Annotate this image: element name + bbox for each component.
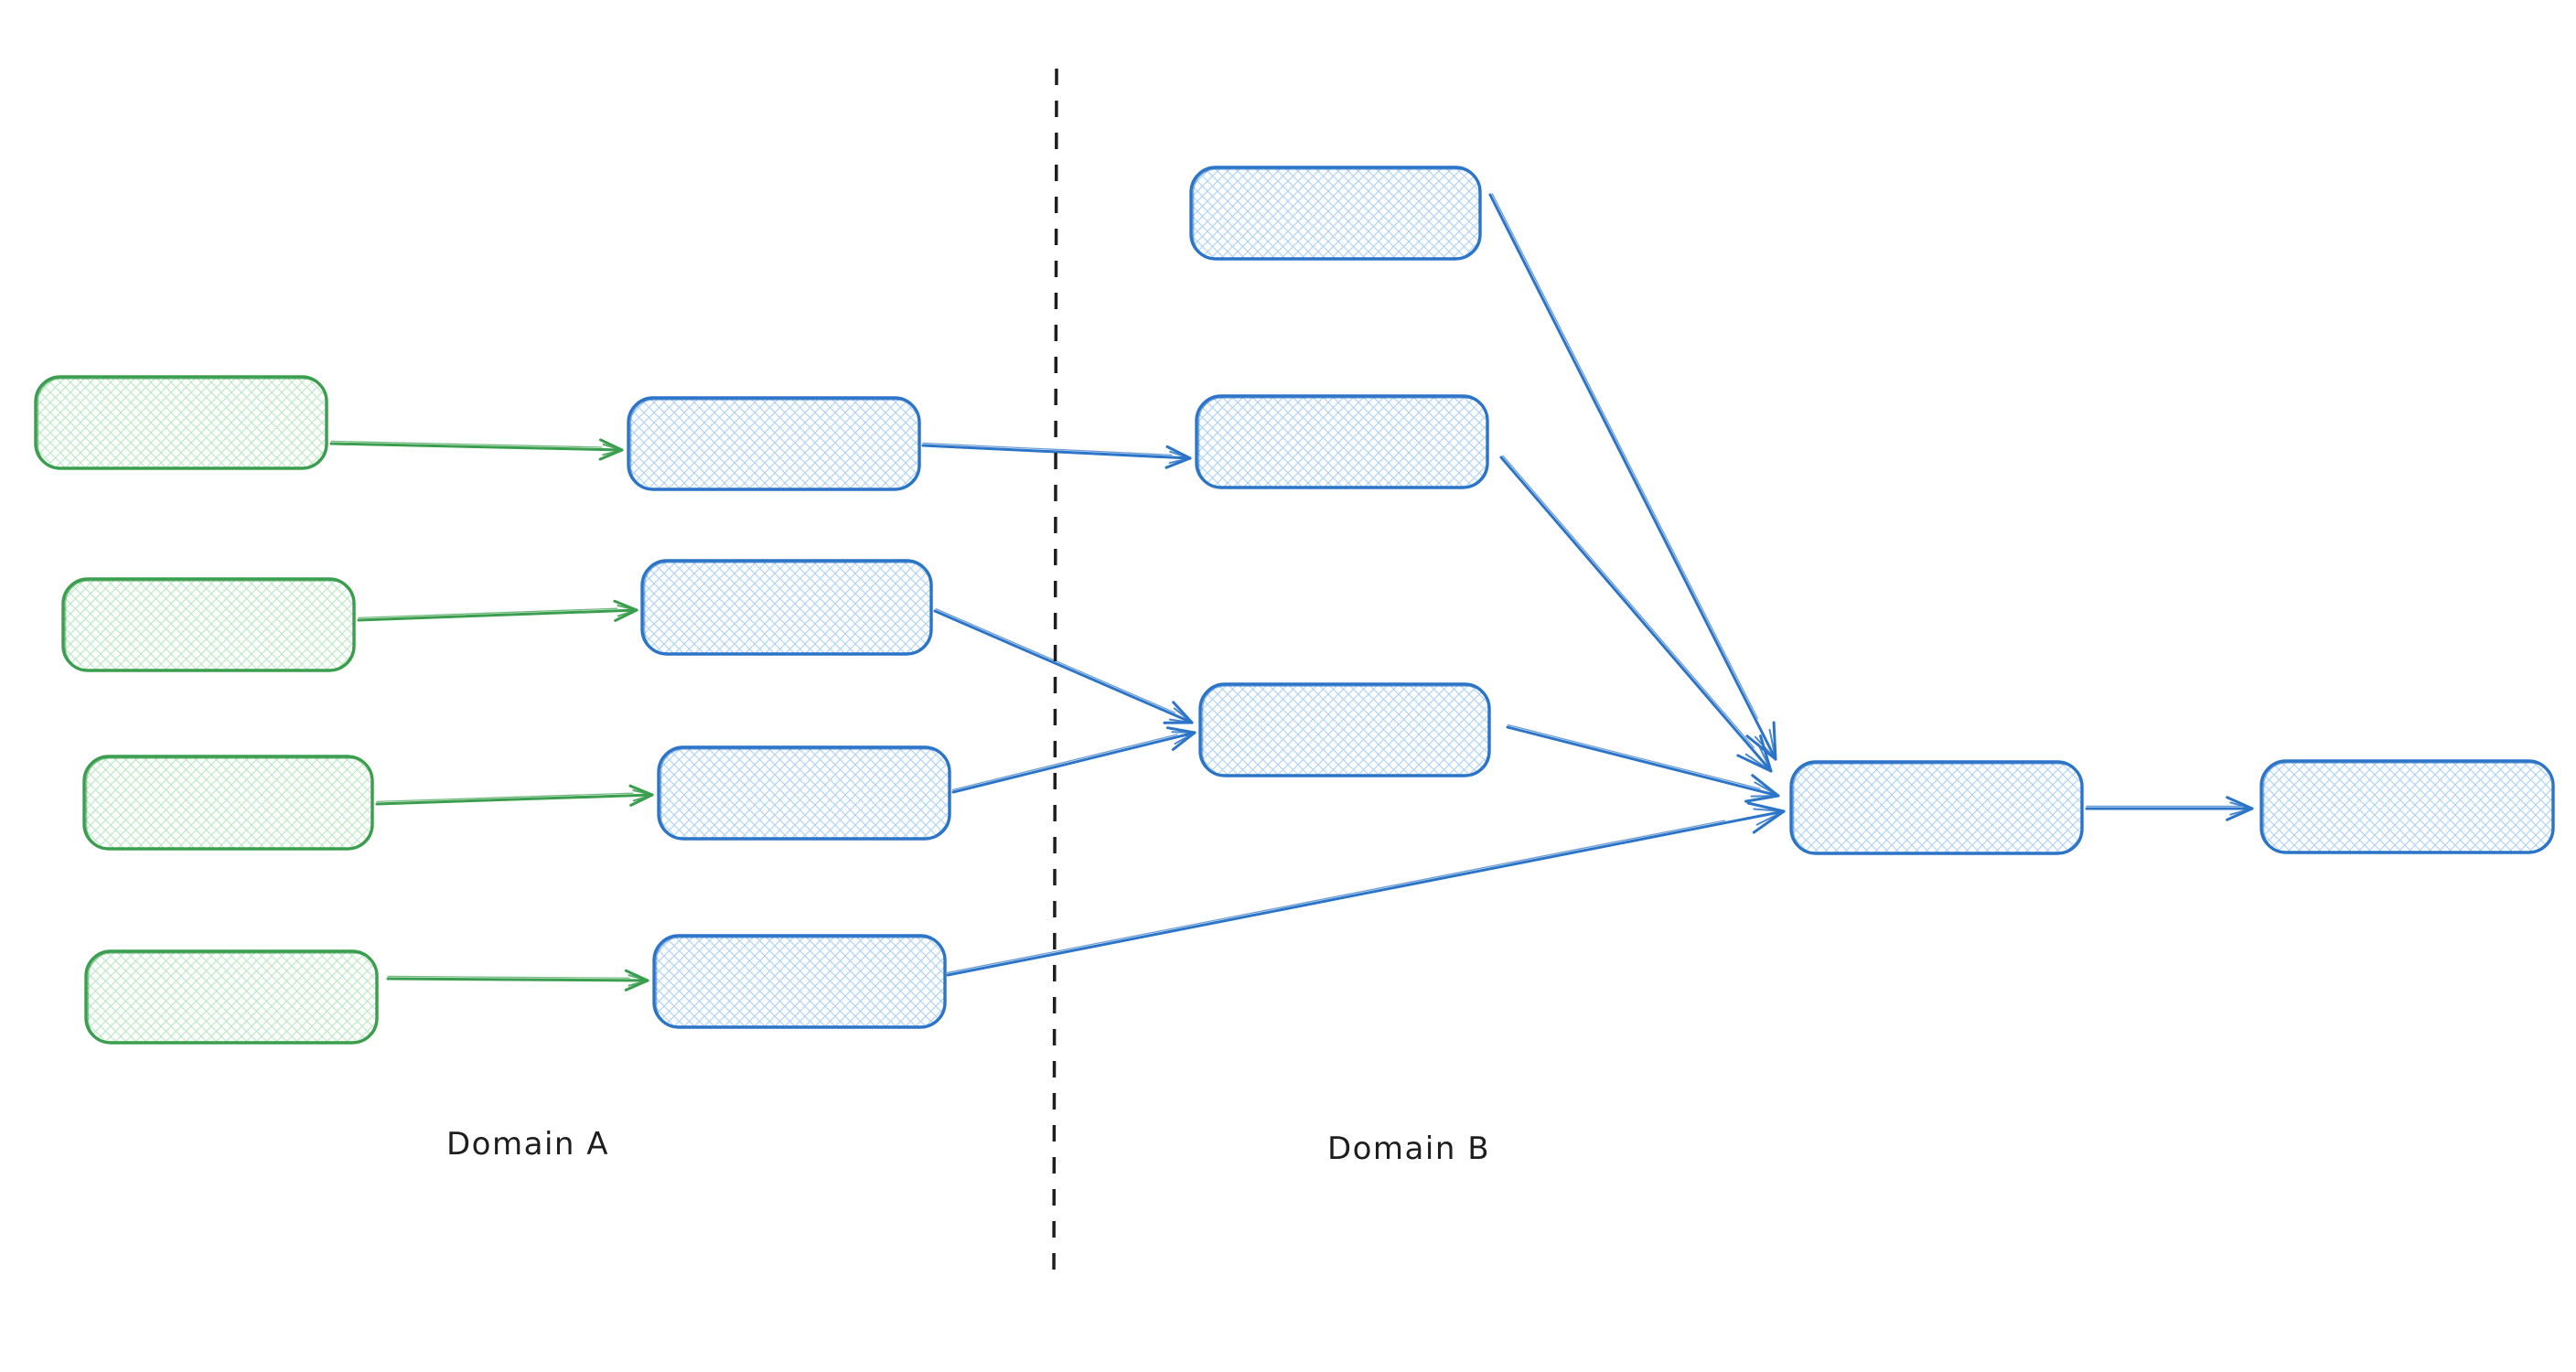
domain-a-node-2[interactable] bbox=[640, 559, 933, 656]
edge-source3-node3[interactable] bbox=[375, 784, 654, 807]
edge-node3-bnode3[interactable] bbox=[951, 726, 1197, 794]
domain-b-node-1[interactable] bbox=[1189, 166, 1482, 261]
domain-a-source-2[interactable] bbox=[61, 577, 356, 672]
domain-divider-dashed-line[interactable] bbox=[1052, 68, 1058, 1281]
domain-b-node-2[interactable] bbox=[1195, 394, 1489, 489]
domain-a-node-4[interactable] bbox=[652, 934, 947, 1029]
edge-bnode3-hub[interactable] bbox=[1506, 724, 1780, 803]
domain-b-output[interactable] bbox=[2259, 759, 2555, 854]
edge-node1-bnode2[interactable] bbox=[921, 442, 1192, 469]
edge-source1-node1[interactable] bbox=[329, 438, 624, 461]
edge-source2-node2[interactable] bbox=[357, 599, 639, 622]
domain-b-node-3[interactable] bbox=[1198, 682, 1491, 777]
edge-bnode2-hub[interactable] bbox=[1499, 455, 1773, 773]
edge-bnode1-hub[interactable] bbox=[1488, 193, 1777, 761]
edge-source4-node4[interactable] bbox=[386, 969, 649, 991]
domain-a-source-1[interactable] bbox=[34, 375, 328, 470]
domain-a-label[interactable]: Domain A bbox=[446, 1126, 609, 1163]
domain-a-node-3[interactable] bbox=[657, 745, 951, 841]
domain-a-source-3[interactable] bbox=[82, 755, 374, 851]
edge-hub-output[interactable] bbox=[2085, 796, 2254, 821]
edge-node2-bnode3[interactable] bbox=[933, 607, 1194, 724]
domain-b-hub[interactable] bbox=[1789, 760, 2084, 855]
domain-b-label[interactable]: Domain B bbox=[1327, 1131, 1490, 1167]
domain-a-source-4[interactable] bbox=[84, 949, 379, 1045]
edge-node4-hub[interactable] bbox=[946, 801, 1786, 977]
domain-a-node-1[interactable] bbox=[627, 396, 921, 491]
